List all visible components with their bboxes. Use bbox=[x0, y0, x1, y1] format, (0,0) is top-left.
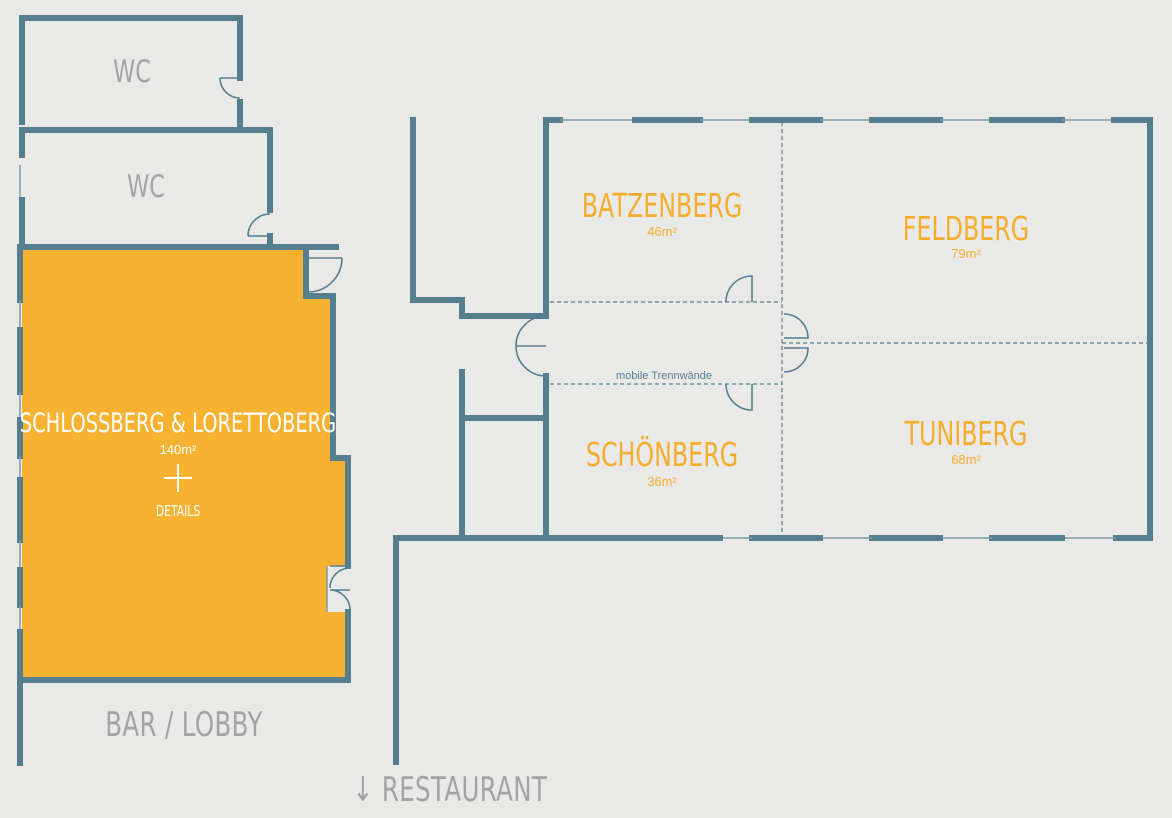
room-wc-top-label: WC bbox=[113, 54, 151, 90]
bar-lobby-label: BAR / LOBBY bbox=[105, 705, 263, 745]
left-wing-doors bbox=[219, 77, 351, 611]
room-tuniberg-area: 68m² bbox=[951, 452, 981, 467]
mobile-partitions bbox=[550, 122, 1148, 536]
room-tuniberg-title[interactable]: TUNIBERG bbox=[904, 414, 1028, 453]
restaurant-label[interactable]: ↓ RESTAURANT bbox=[352, 770, 548, 810]
right-wing-walls bbox=[393, 117, 1153, 765]
left-wing-walls bbox=[17, 15, 351, 766]
room-feldberg-title[interactable]: FELDBERG bbox=[902, 209, 1030, 248]
room-wc-bottom-label: WC bbox=[127, 169, 165, 205]
room-schlossberg-fill[interactable] bbox=[22, 247, 348, 680]
room-feldberg-area: 79m² bbox=[951, 246, 981, 261]
room-schlossberg-area: 140m² bbox=[159, 442, 197, 457]
room-batzenberg-title[interactable]: BATZENBERG bbox=[581, 186, 743, 225]
right-wing-doors bbox=[515, 275, 809, 411]
room-batzenberg-area: 46m² bbox=[647, 224, 677, 239]
room-schoenberg-title[interactable]: SCHÖNBERG bbox=[585, 435, 739, 474]
details-link[interactable]: DETAILS bbox=[155, 502, 201, 520]
partition-note: mobile Trennwände bbox=[613, 370, 715, 382]
room-schoenberg-area: 36m² bbox=[647, 474, 677, 489]
details-plus-icon[interactable] bbox=[164, 464, 192, 492]
room-schlossberg-title[interactable]: SCHLOSSBERG & LORETTOBERG bbox=[19, 408, 337, 439]
